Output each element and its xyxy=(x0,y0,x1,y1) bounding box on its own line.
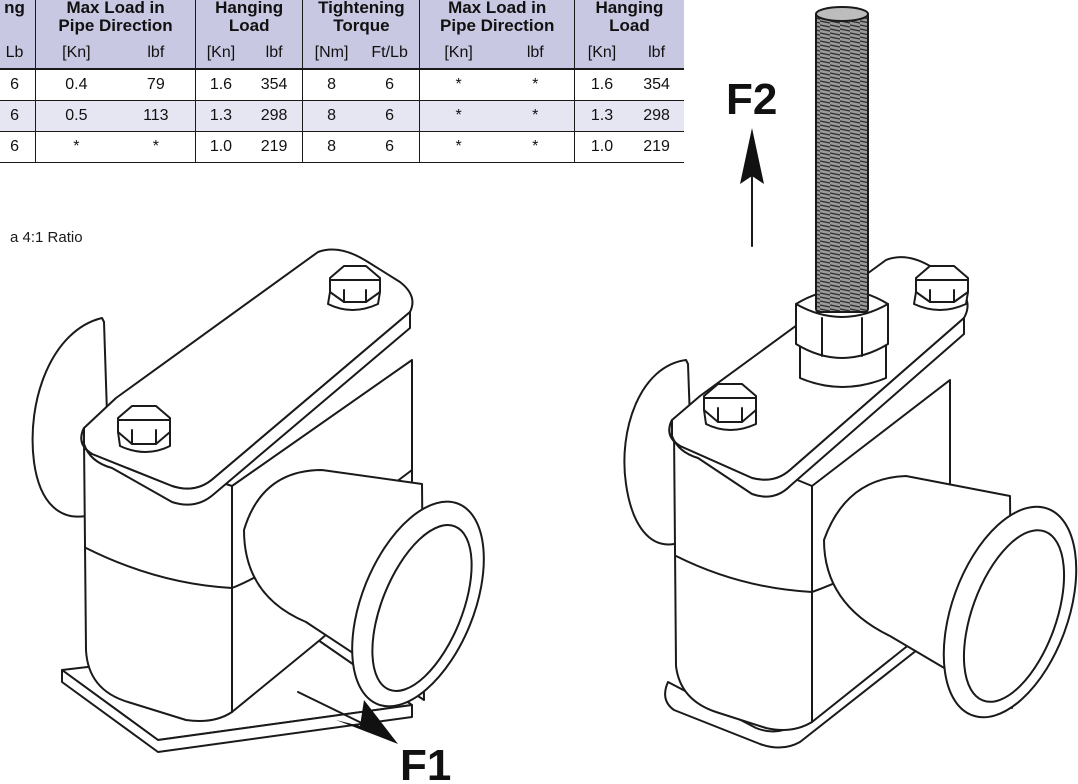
table-cell: 219 xyxy=(629,131,684,163)
threaded-rod xyxy=(815,11,869,313)
threaded-rod-end xyxy=(815,6,869,22)
table-cell: 6 xyxy=(0,100,37,132)
header-hanging-load: Hanging Load xyxy=(195,0,304,37)
header-line: Hanging Load xyxy=(215,0,284,35)
unit-header: [Kn] xyxy=(195,37,246,70)
table-cell: * xyxy=(496,131,575,163)
table-cell: * xyxy=(419,69,497,101)
load-specification-table: ng Max Load in Pipe Direction Hanging Lo… xyxy=(0,0,684,163)
table-group-header-row: ng Max Load in Pipe Direction Hanging Lo… xyxy=(0,0,684,37)
unit-header: lbf xyxy=(496,37,575,70)
table-cell: 8 xyxy=(302,100,360,132)
table-cell: 1.3 xyxy=(195,100,246,132)
table-cell: 0.4 xyxy=(35,69,117,101)
left-pipe-bore xyxy=(371,524,473,692)
table-cell: 6 xyxy=(0,131,37,163)
table-cell: 354 xyxy=(245,69,304,101)
header-line: Max Load in Pipe Direction xyxy=(440,0,555,35)
right-bolt-rear xyxy=(913,265,969,311)
table-cell: 8 xyxy=(302,69,360,101)
header-hanging-load-partial: ng xyxy=(0,0,37,37)
table-cell: 6 xyxy=(359,100,421,132)
table-cell: * xyxy=(116,131,196,163)
table-cell: 298 xyxy=(629,100,684,132)
left-bolt-rear xyxy=(327,265,381,311)
table-cell: 6 xyxy=(359,69,421,101)
table-cell: * xyxy=(35,131,117,163)
table-cell: 6 xyxy=(0,69,37,101)
table-cell: 1.0 xyxy=(574,131,630,163)
right-pipe-bore xyxy=(962,529,1066,703)
header-line: Tightening Torque xyxy=(318,0,405,35)
left-pipe-clamp: F1 xyxy=(31,248,485,784)
table-cell: 6 xyxy=(359,131,421,163)
threaded-rod-assembly xyxy=(795,6,889,388)
unit-header: Lb xyxy=(0,37,37,70)
f1-arrow-icon xyxy=(297,691,398,744)
left-top-plate-edge xyxy=(80,311,411,506)
table-cell: * xyxy=(419,131,497,163)
table-cell: * xyxy=(419,100,497,132)
unit-header: [Nm] xyxy=(302,37,360,70)
table-cell: 298 xyxy=(245,100,304,132)
table-cell: 0.5 xyxy=(35,100,117,132)
f2-arrow-icon xyxy=(740,128,764,247)
unit-header: [Kn] xyxy=(574,37,630,70)
unit-header: lbf xyxy=(116,37,196,70)
right-top-plate-edge xyxy=(668,317,965,498)
header-line: Hanging Load xyxy=(595,0,664,35)
table-cell: 113 xyxy=(116,100,196,132)
left-base-plate-edge xyxy=(61,669,413,753)
right-pipe-clamp: F2 xyxy=(623,6,1078,749)
left-bolt-front xyxy=(117,405,171,453)
unit-header: [Kn] xyxy=(35,37,117,70)
header-line: Max Load in Pipe Direction xyxy=(58,0,173,35)
ratio-note: a 4:1 Ratio xyxy=(10,229,83,246)
table-cell: * xyxy=(496,100,575,132)
header-max-load-pipe-direction: Max Load in Pipe Direction xyxy=(35,0,196,37)
header-tightening-torque: Tightening Torque xyxy=(302,0,421,37)
table-cell: 1.0 xyxy=(195,131,246,163)
table-unit-header-row: Lb [Kn] lbf [Kn] lbf [Nm] Ft/Lb [Kn] lbf… xyxy=(0,37,684,70)
table-cell: 1.6 xyxy=(574,69,630,101)
unit-header: Ft/Lb xyxy=(359,37,421,70)
unit-header: lbf xyxy=(245,37,304,70)
table-cell: 1.6 xyxy=(195,69,246,101)
table-cell: 79 xyxy=(116,69,196,101)
unit-header: lbf xyxy=(629,37,684,70)
header-hanging-load-2: Hanging Load xyxy=(574,0,684,37)
unit-header: [Kn] xyxy=(419,37,497,70)
table-cell: 354 xyxy=(629,69,684,101)
table-cell: 1.3 xyxy=(574,100,630,132)
header-max-load-pipe-direction-2: Max Load in Pipe Direction xyxy=(419,0,575,37)
f1-label: F1 xyxy=(400,741,451,784)
table-cell: 8 xyxy=(302,131,360,163)
f2-label: F2 xyxy=(726,75,777,124)
table-cell: * xyxy=(496,69,575,101)
right-bolt-front xyxy=(703,383,757,431)
table-cell: 219 xyxy=(245,131,304,163)
